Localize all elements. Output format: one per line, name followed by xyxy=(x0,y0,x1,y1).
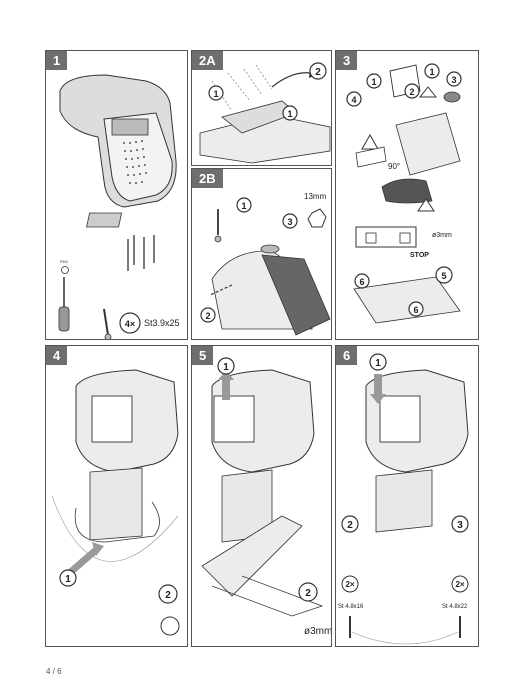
callout-1: 1 xyxy=(241,201,246,211)
callout-5: 5 xyxy=(441,271,446,281)
armrest-exploded-illustration: PH2 4× St3.9x25 xyxy=(58,74,180,339)
panel-step-2a: 2A 2 1 1 xyxy=(191,50,332,166)
callout-1: 1 xyxy=(213,89,218,99)
right-screw-spec: St 4.8x22 xyxy=(442,604,468,610)
wrench-size: 13mm xyxy=(304,192,327,201)
callout-2: 2 xyxy=(409,87,414,97)
armrest-positioning-illustration: 1 2 ø3mm xyxy=(201,357,331,637)
driver-size-label: PH2 xyxy=(60,259,69,264)
drill-size: ø3mm xyxy=(432,232,452,239)
callout-4: 4 xyxy=(351,95,356,105)
stop-label: STOP xyxy=(410,252,429,259)
panel-step-1: 1 PH2 4× St3.9x25 xyxy=(45,50,188,340)
callout-3: 3 xyxy=(451,75,456,85)
callout-1: 1 xyxy=(371,77,376,87)
callout-6: 6 xyxy=(413,305,418,315)
angle-label: 90° xyxy=(388,162,400,171)
panel-step-2b: 2B 1 13mm 3 2 xyxy=(191,168,332,340)
armrest-fastening-illustration: 1 2 3 2× St 4.8x16 2× St 4.8x22 xyxy=(338,353,469,645)
callout-2: 2 xyxy=(315,67,321,78)
right-screw-qty: 2× xyxy=(455,580,464,589)
callout-3: 3 xyxy=(287,217,292,227)
step-number-badge: 6 xyxy=(336,346,358,365)
nut-removal-illustration: 1 13mm 3 2 xyxy=(200,192,331,336)
drill-size: ø3mm xyxy=(304,626,331,637)
panel-step-6: 6 1 2 3 2× St 4.8x16 2× St 4.8x22 xyxy=(335,345,479,647)
panel-step-5: 5 1 2 ø3mm xyxy=(191,345,332,647)
panel-step-4: 4 1 2 xyxy=(45,345,188,647)
callout-1: 1 xyxy=(375,358,381,369)
callout-2: 2 xyxy=(165,590,171,601)
page-number: 4 / 6 xyxy=(46,667,62,676)
left-screw-spec: St 4.8x16 xyxy=(338,604,364,610)
callout-2: 2 xyxy=(305,588,311,599)
step-number-badge: 4 xyxy=(46,346,68,365)
screw-quantity: 4× xyxy=(125,319,135,329)
left-screw-qty: 2× xyxy=(345,580,354,589)
callout-2: 2 xyxy=(205,311,210,321)
step-number-badge: 1 xyxy=(46,51,68,70)
step-number-badge: 2B xyxy=(192,169,223,188)
callout-1: 1 xyxy=(223,362,229,373)
step-number-badge: 2A xyxy=(192,51,223,70)
callout-1: 1 xyxy=(429,67,434,77)
callout-1: 1 xyxy=(287,109,292,119)
screw-spec: St3.9x25 xyxy=(144,318,180,328)
callout-1: 1 xyxy=(65,574,71,585)
step-number-badge: 3 xyxy=(336,51,358,70)
panel-step-3: 3 1 1 3 4 2 90° ø3mm STOP 6 5 6 xyxy=(335,50,479,340)
cover-removal-illustration: 2 1 1 xyxy=(199,62,331,164)
callout-3: 3 xyxy=(457,520,463,531)
armrest-install-illustration: 1 2 xyxy=(51,369,180,636)
callout-2: 2 xyxy=(347,520,353,531)
step-number-badge: 5 xyxy=(192,346,214,365)
callout-6: 6 xyxy=(359,277,364,287)
bracket-mounting-illustration: 1 1 3 4 2 90° ø3mm STOP 6 5 6 xyxy=(346,63,462,324)
